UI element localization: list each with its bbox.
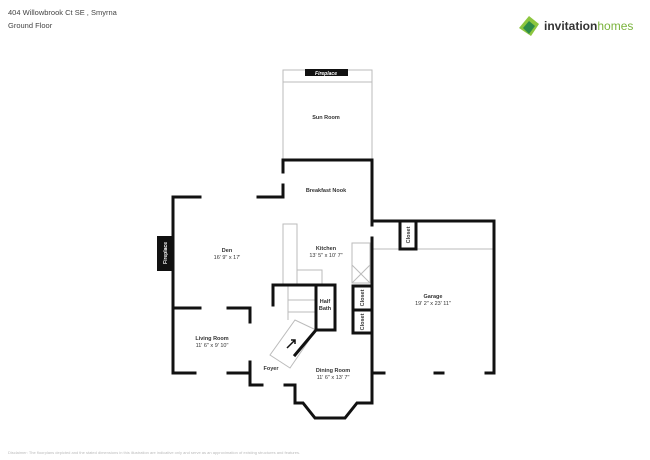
half-bath-label-1: Half	[320, 299, 331, 305]
living-room-dims: 11' 6" x 9' 10"	[196, 343, 229, 349]
fireplace-top-label: Fireplace	[315, 71, 337, 77]
stairs-arrow-icon	[286, 339, 296, 349]
closet-upper-label: Closet	[360, 289, 366, 306]
disclaimer: Disclaimer: The floorplans depicted and …	[8, 450, 301, 455]
kitchen-dims: 13' 5" x 10' 7"	[309, 253, 342, 259]
dining-room-dims: 11' 6" x 13' 7"	[317, 375, 350, 381]
dining-room-label: Dining Room	[316, 368, 350, 374]
den-label: Den	[222, 248, 233, 254]
walls	[171, 158, 496, 420]
breakfast-nook-label: Breakfast Nook	[306, 188, 347, 194]
garage-dims: 19' 2" x 23' 11"	[415, 301, 451, 307]
floor-label: Ground Floor	[8, 21, 53, 30]
foyer-label: Foyer	[264, 366, 280, 372]
garage-label: Garage	[424, 294, 443, 300]
logo-text-homes: homes	[597, 19, 634, 33]
half-bath-label-2: Bath	[319, 306, 332, 312]
kitchen-label: Kitchen	[316, 246, 337, 252]
closet-garage-label: Closet	[406, 226, 412, 243]
fireplace-left	[157, 236, 173, 271]
logo-mark-icon	[519, 16, 539, 36]
den-dims: 16' 9" x 17'	[214, 255, 241, 261]
closet-lower-label: Closet	[360, 313, 366, 330]
fireplace-left-label: Fireplace	[163, 242, 169, 264]
living-room-label: Living Room	[195, 336, 228, 342]
thin-lines	[269, 69, 494, 369]
address: 404 Willowbrook Ct SE , Smyrna	[8, 8, 117, 17]
logo-text-invitation: invitation	[544, 19, 598, 33]
fireplace-top	[305, 69, 348, 76]
sun-room-label: Sun Room	[312, 115, 340, 121]
